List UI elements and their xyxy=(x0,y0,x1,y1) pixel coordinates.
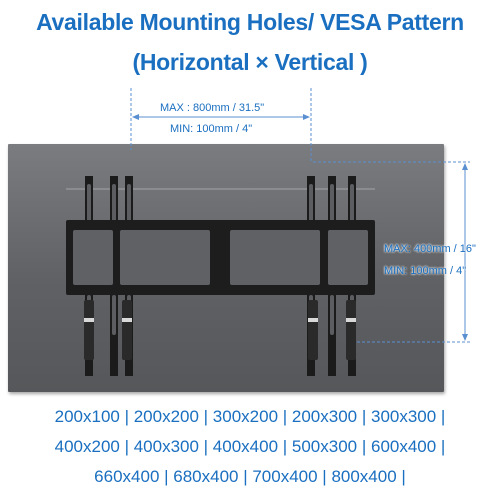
arm-slots xyxy=(87,184,354,335)
vesa-pattern-list-line-1: 200x100 | 200x200 | 300x200 | 200x300 | … xyxy=(54,407,446,426)
wall-plate-windows xyxy=(73,230,368,285)
vertical-max-label: MAX: 400mm / 16" xyxy=(384,243,476,255)
vesa-pattern-list-line-3: 660x400 | 680x400 | 700x400 | 800x400 | xyxy=(94,467,406,486)
v-arrow-top xyxy=(462,163,468,170)
horizontal-max-label: MAX : 800mm / 31.5" xyxy=(160,102,265,114)
lower-straps xyxy=(84,300,356,360)
v-arrow-bottom xyxy=(462,334,468,341)
vesa-pattern-list-line-2: 400x200 | 400x300 | 400x400 | 500x300 | … xyxy=(54,437,446,456)
heading-line-2: (Horizontal × Vertical ) xyxy=(132,49,368,75)
h-arrow-right xyxy=(303,114,310,120)
vertical-min-label: MIN: 100mm / 4" xyxy=(384,265,467,277)
horizontal-min-label: MIN: 100mm / 4" xyxy=(170,123,253,135)
heading-line-1: Available Mounting Holes/ VESA Pattern xyxy=(36,9,464,35)
strap-buckles xyxy=(84,318,356,322)
h-arrow-left xyxy=(132,114,139,120)
